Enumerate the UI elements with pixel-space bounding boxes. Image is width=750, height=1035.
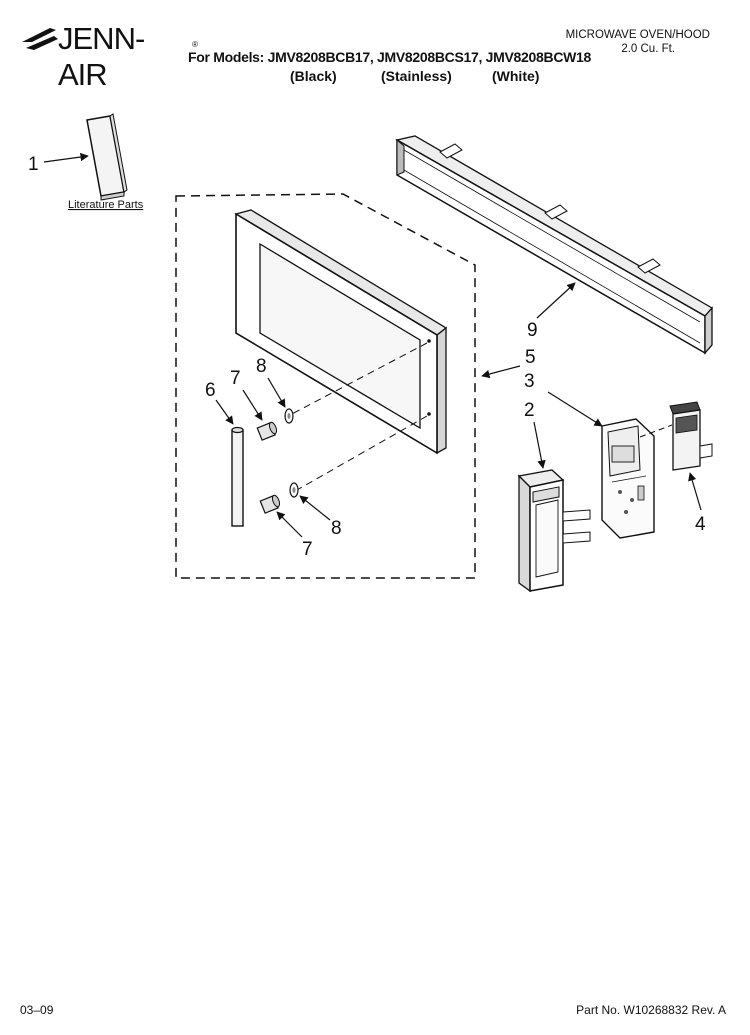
- keypad-membrane: [669, 401, 713, 471]
- callout-arrow-8-upper: [267, 377, 286, 408]
- brand-logo: JENN-AIR ®: [20, 18, 198, 92]
- callout-arrow-7-upper: [242, 389, 263, 421]
- callout-arrow-1: [43, 152, 89, 163]
- registered-mark-icon: ®: [192, 40, 198, 49]
- callout-5: 5: [525, 347, 536, 368]
- product-type-name: MICROWAVE OVEN/HOOD: [565, 29, 710, 41]
- handle-spacer-lower: [259, 494, 281, 514]
- callout-9: 9: [527, 320, 538, 341]
- handle-spacer-upper: [256, 421, 278, 441]
- control-board: [601, 418, 655, 539]
- control-panel-housing: [517, 469, 591, 593]
- finish-black: (Black): [290, 68, 337, 84]
- callout-arrow-6: [215, 399, 234, 425]
- finish-white: (White): [492, 68, 540, 84]
- callout-arrow-3: [547, 391, 603, 427]
- callout-arrow-8-lower: [299, 495, 331, 521]
- door-handle: [231, 426, 244, 527]
- vent-grille: [395, 135, 714, 355]
- callout-8-lower: 8: [331, 518, 342, 539]
- door-panel: [234, 209, 448, 455]
- callout-2: 2: [524, 400, 535, 421]
- date-code: 03–09: [20, 1003, 54, 1017]
- callout-7-lower: 7: [302, 539, 313, 560]
- callout-arrow-2: [533, 421, 546, 469]
- callout-7-upper: 7: [230, 368, 241, 389]
- literature-booklet: [86, 113, 128, 201]
- brand-name: JENN-AIR: [58, 21, 145, 92]
- washer-upper: [284, 408, 294, 424]
- literature-parts-label: Literature Parts: [68, 199, 144, 211]
- callout-arrow-9: [536, 282, 576, 319]
- brand-swoosh-icon: [22, 28, 58, 50]
- product-type: MICROWAVE OVEN/HOOD 2.0 Cu. Ft.: [510, 28, 710, 56]
- callout-3: 3: [524, 371, 535, 392]
- callout-4: 4: [695, 514, 706, 535]
- product-capacity: 2.0 Cu. Ft.: [621, 43, 675, 55]
- part-number: Part No. W10268832 Rev. A: [576, 1003, 726, 1017]
- callout-arrow-5: [481, 365, 521, 379]
- finish-stainless: (Stainless): [381, 68, 452, 84]
- door-assembly-boundary: [175, 193, 476, 579]
- callout-6: 6: [205, 380, 216, 401]
- washer-lower: [289, 482, 299, 498]
- callout-1: 1: [28, 154, 39, 175]
- callout-arrow-7-lower: [276, 511, 303, 538]
- callout-arrow-4: [688, 472, 702, 511]
- callout-8-upper: 8: [256, 356, 267, 377]
- models-line: For Models: JMV8208BCB17, JMV8208BCS17, …: [188, 49, 592, 65]
